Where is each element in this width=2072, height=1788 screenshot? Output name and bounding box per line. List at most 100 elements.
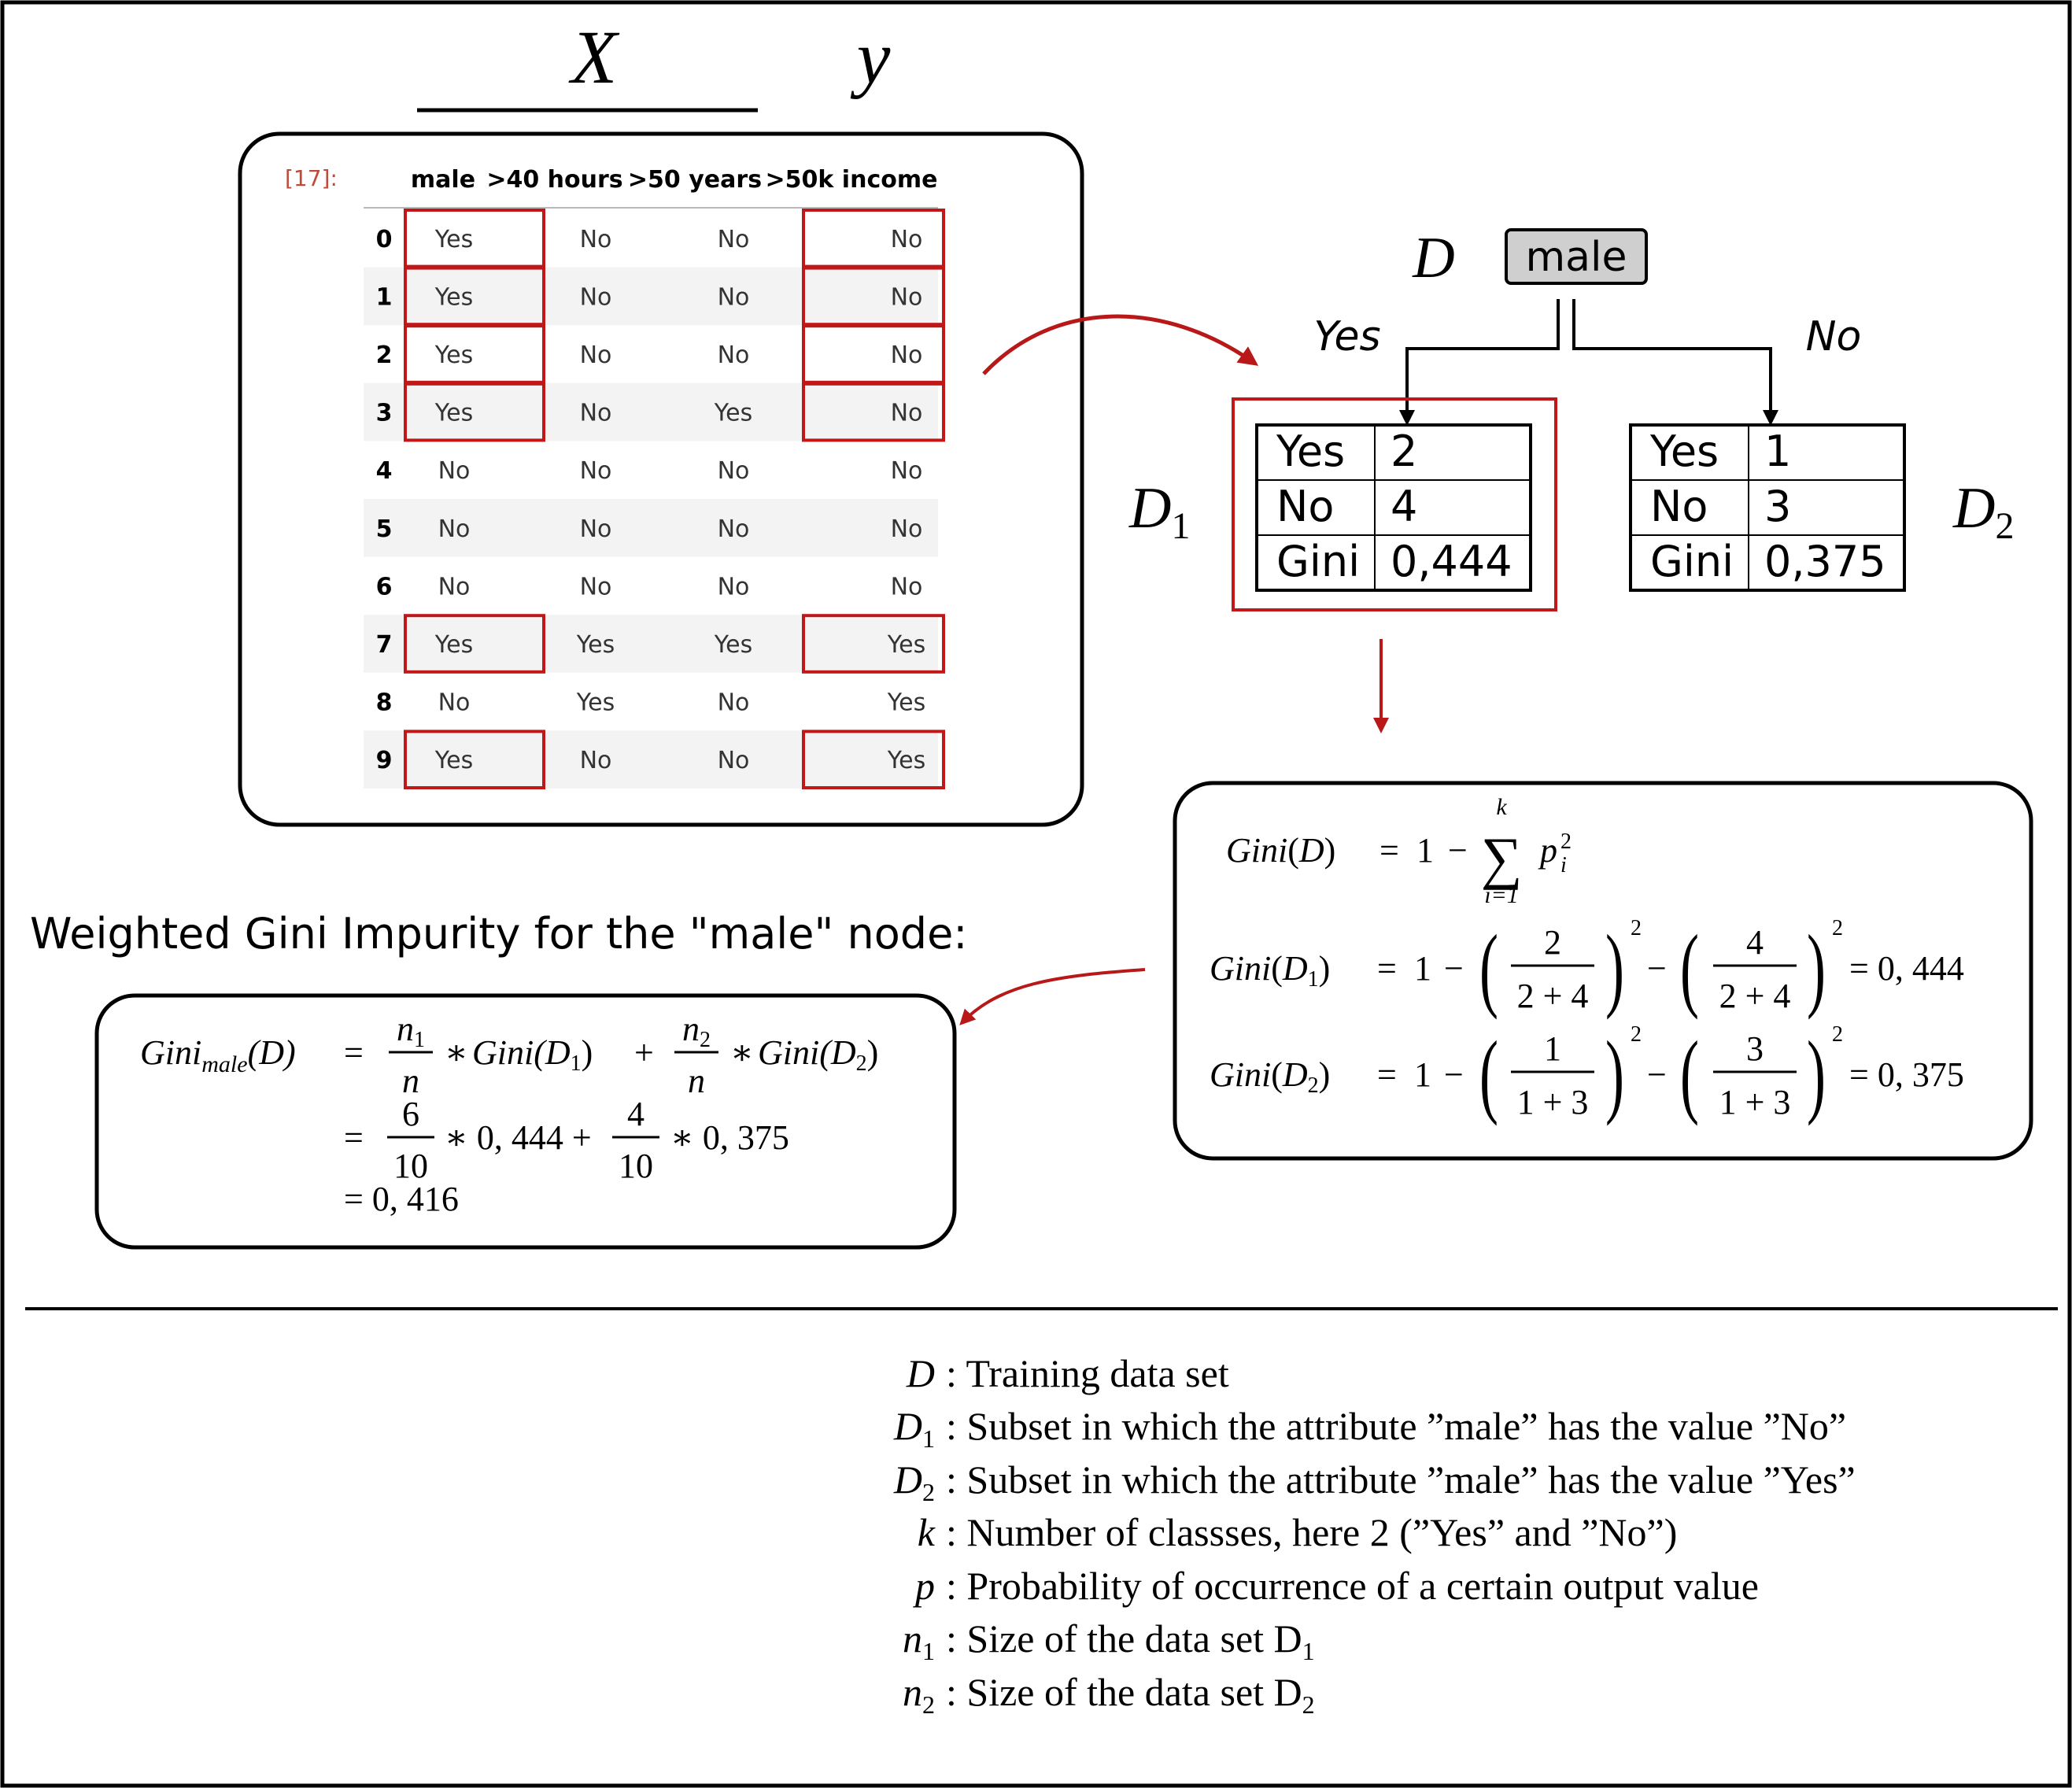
branch-no-connector [1572,299,1778,426]
count-value: 1 [1764,427,1791,476]
table-cell: No [580,283,612,311]
svg-text:∗ 0, 444 +: ∗ 0, 444 + [445,1118,592,1157]
paren-left-icon: ( [1479,916,1498,1020]
table-cell: No [438,515,471,543]
legend-symbol: D2 [893,1457,935,1506]
svg-text:p: p [1538,831,1557,870]
row-stripe [364,382,938,441]
row-stripe [364,730,938,789]
male-cell-highlight [404,382,545,442]
income-cell-highlight [802,730,945,790]
column-header: >40 hours [486,166,622,194]
male-cell-highlight [404,730,545,790]
svg-text:−: − [1448,831,1468,870]
svg-text:2: 2 [1544,923,1561,962]
svg-text:1: 1 [1414,1055,1431,1094]
svg-text:Gini(D1): Gini(D1) [472,1033,593,1076]
svg-text:Gini(D1): Gini(D1) [1210,949,1330,992]
table-cell: No [580,400,612,427]
row-index: 2 [376,342,393,369]
svg-text:=: = [1377,1055,1397,1094]
table-cell: No [891,342,923,369]
sum-sign-icon: ∑ [1481,826,1523,891]
count-label: Gini [1276,537,1360,586]
svg-text:4: 4 [1746,923,1764,962]
svg-text:−: − [1444,949,1464,988]
svg-text:1: 1 [1416,831,1434,870]
legend-symbol: D1 [893,1404,935,1453]
svg-text:3: 3 [1746,1029,1764,1068]
svg-text:= 0, 416: = 0, 416 [344,1180,459,1218]
svg-text:−: − [1647,1055,1667,1094]
count-value: 0,375 [1764,537,1886,586]
weighted-formula: Ginimale(D) = n1 n ∗ Gini(D1) + n2 n ∗ G… [140,1010,878,1218]
legend-symbol: p [913,1564,935,1608]
income-cell-highlight [802,614,945,674]
svg-text:= 0, 375: = 0, 375 [1849,1055,1964,1094]
svg-text:1 + 3: 1 + 3 [1517,1083,1589,1121]
table-cell: No [891,226,923,253]
legend-symbol: k [918,1510,936,1554]
gini-right-formula: Gini(D2) = 1 − ( 1 1 + 3 ) 2 − ( 3 1 + 3… [1210,1022,1964,1127]
legend-description: : Training data set [946,1351,1229,1395]
count-value: 3 [1764,482,1791,531]
root-node-label: male [1526,234,1627,281]
legend-description: : Size of the data set D1 [946,1616,1315,1665]
table-cell: Yes [714,631,752,659]
count-label: No [1276,482,1334,531]
table-cell: Yes [434,226,473,253]
legend-description: : Subset in which the attribute ”male” h… [946,1404,1846,1448]
svg-text:= 0, 444: = 0, 444 [1849,949,1964,988]
svg-text:1: 1 [1414,949,1431,988]
left-subset-label: D1 [1128,476,1190,547]
formula-to-weighted-arrow [959,968,1146,1025]
gini-formula-panel [1173,781,2033,1161]
count-value: 0,444 [1391,537,1512,586]
row-stripe [364,615,938,673]
table-panel [238,131,1084,827]
branch-yes-label: Yes [1313,313,1380,360]
row-index: 1 [376,283,393,311]
legend-description: : Size of the data set D2 [946,1670,1315,1719]
table-cell: No [580,573,612,600]
table-cell: Yes [887,631,925,659]
root-dataset-label: D [1412,226,1454,290]
svg-text:k: k [1496,794,1507,820]
table-cell: No [718,457,750,485]
paren-right-icon: ) [1605,1022,1624,1126]
svg-text:∗: ∗ [730,1033,754,1072]
row-index: 5 [376,515,393,543]
count-label: Gini [1650,537,1734,586]
svg-text:∗ 0, 375: ∗ 0, 375 [670,1118,789,1157]
left-subset-highlight [1232,397,1557,611]
svg-text:i: i [1560,853,1567,877]
legend-symbol: n2 [903,1670,935,1719]
count-table-frame [1629,423,1906,592]
column-header: >50k income [766,166,938,194]
svg-text:−: − [1647,949,1667,988]
table-cell: No [438,689,471,717]
table-cell: No [891,457,923,485]
table-cell: Yes [714,400,752,427]
svg-text:=: = [344,1118,364,1157]
table-cell: No [718,573,750,600]
svg-text:+: + [634,1033,654,1072]
branch-yes-connector [1399,299,1560,426]
table-cell: No [891,515,923,543]
table-to-tree-arrow [982,314,1259,375]
count-value: 4 [1391,482,1417,531]
branch-no-label: No [1806,313,1862,360]
table-cell: Yes [887,689,925,717]
row-index: 9 [376,747,393,774]
legend-description: : Number of classses, here 2 (”Yes” and … [946,1510,1677,1554]
table-cell: No [580,226,612,253]
legend-symbol: n1 [903,1616,935,1665]
y-label: y [850,15,891,99]
